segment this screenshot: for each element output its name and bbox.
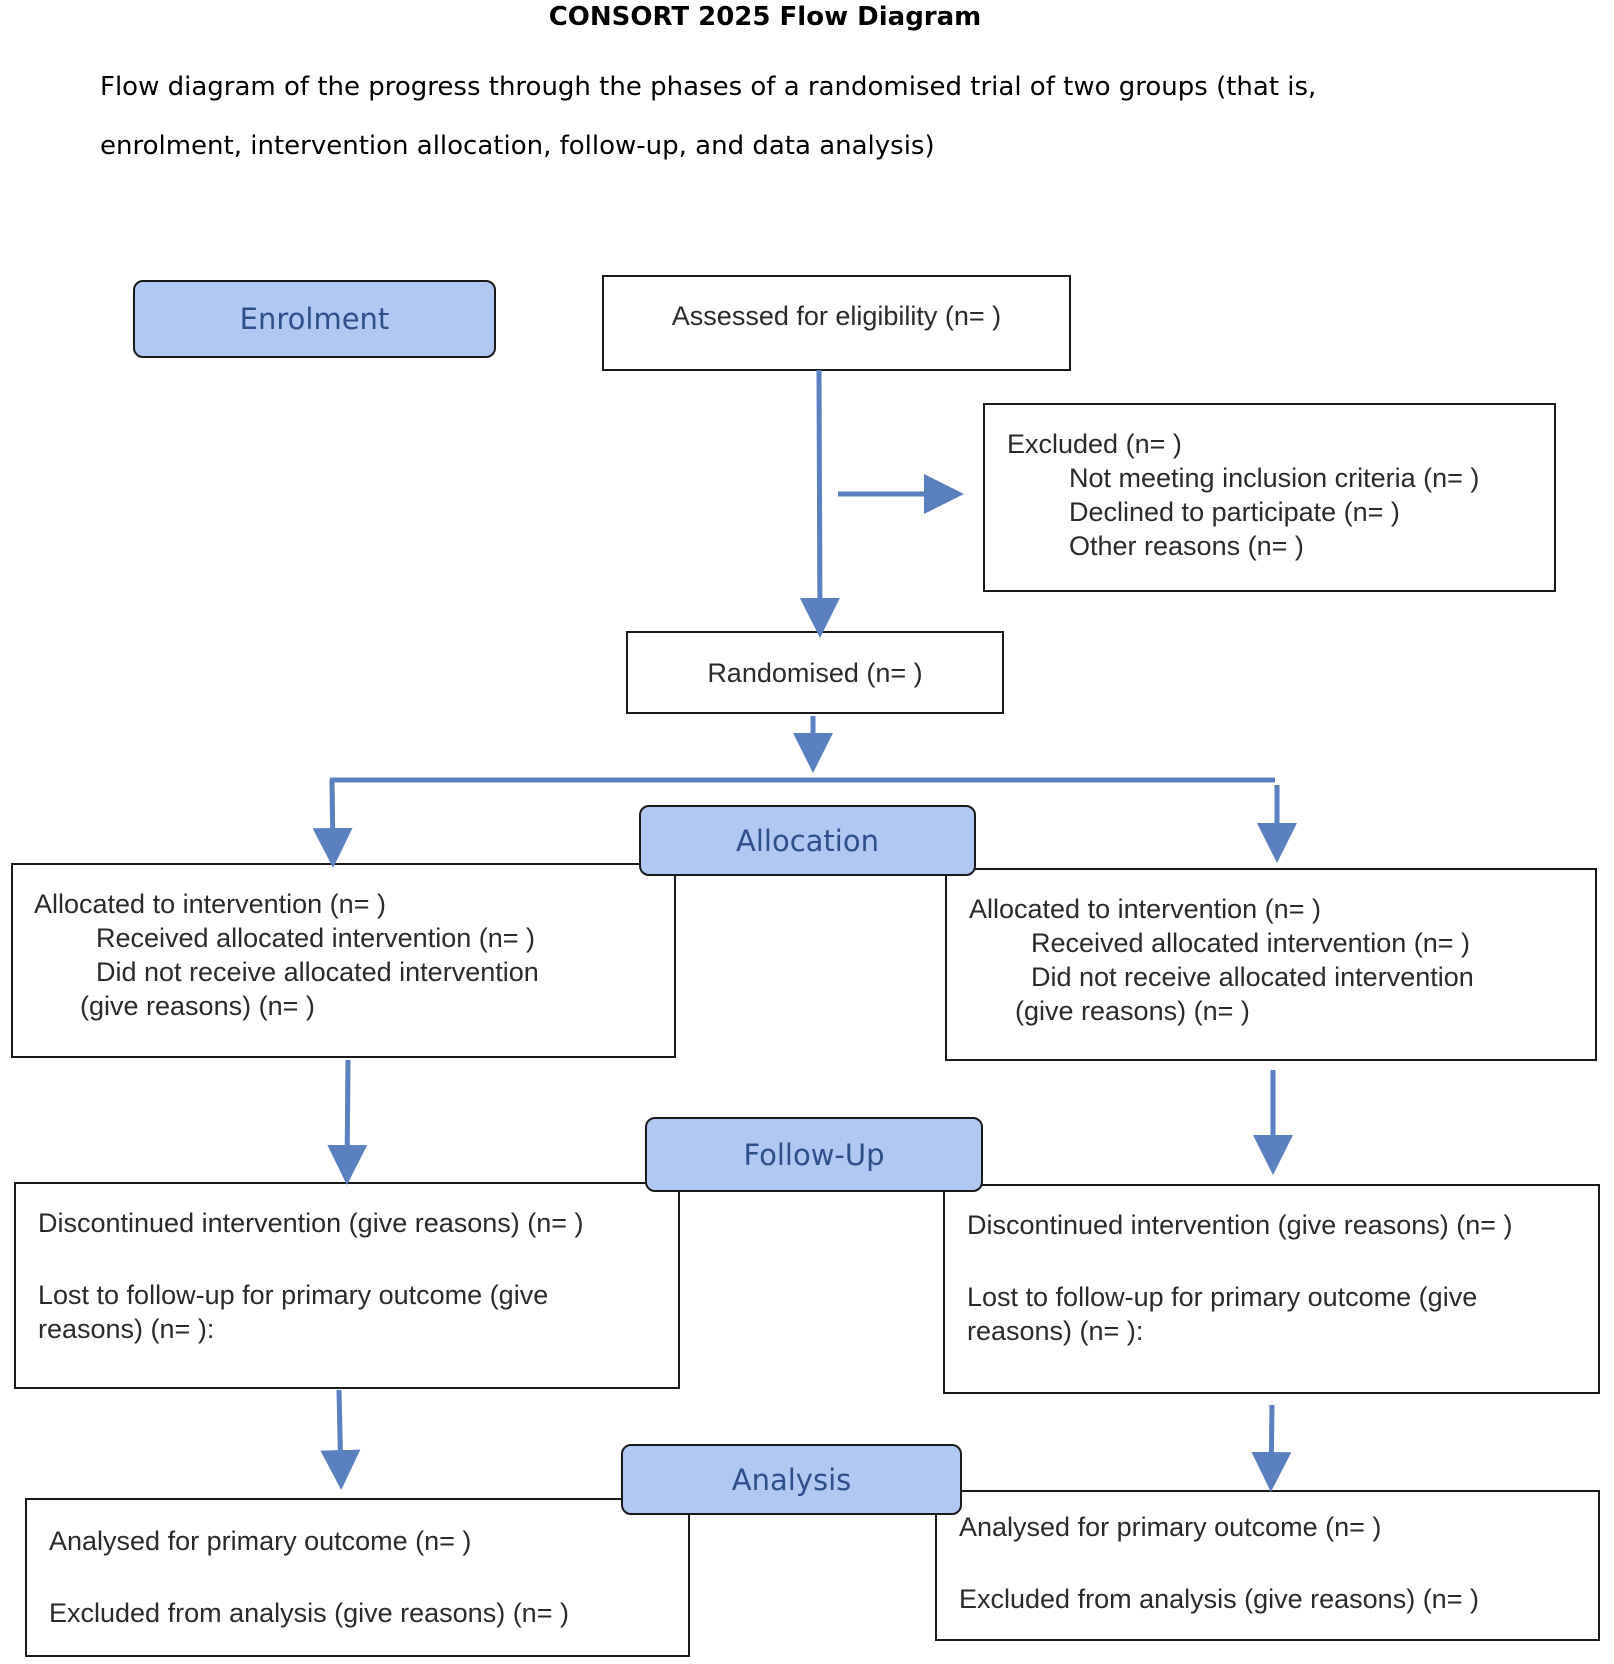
arrow-right-followup-to-analysis (1251, 1404, 1292, 1492)
analysis-box-right: Analysed for primary outcome (n= ) Exclu… (935, 1490, 1600, 1641)
randomised-box: Randomised (n= ) (626, 631, 1004, 714)
arrow-left-allocation-to-followup (327, 1059, 368, 1185)
allocation-box-left: Allocated to intervention (n= ) Received… (11, 863, 676, 1058)
arrow-assessed-to-randomised (799, 369, 840, 638)
lost-to-followup-line2: reasons) (n= ): (38, 1314, 215, 1344)
followup-box-right: Discontinued intervention (give reasons)… (943, 1184, 1600, 1394)
lost-to-followup-line1: Lost to follow-up for primary outcome (g… (967, 1282, 1478, 1312)
excluded-from-analysis: Excluded from analysis (give reasons) (n… (959, 1584, 1479, 1614)
excluded-item-declined: Declined to participate (n= ) (1069, 497, 1400, 527)
analysis-box-left: Analysed for primary outcome (n= ) Exclu… (25, 1498, 690, 1657)
excluded-box: Excluded (n= ) Not meeting inclusion cri… (983, 403, 1556, 592)
analysed-primary-outcome: Analysed for primary outcome (n= ) (959, 1512, 1382, 1542)
stage-analysis: Analysis (621, 1444, 962, 1515)
excluded-title: Excluded (n= ) (1007, 429, 1182, 459)
lost-to-followup-line2: reasons) (n= ): (967, 1316, 1144, 1346)
page-title: CONSORT 2025 Flow Diagram (548, 2, 982, 32)
randomised-label: Randomised (n= ) (707, 657, 923, 688)
arrow-left-followup-to-analysis (320, 1389, 361, 1490)
allocated-title: Allocated to intervention (n= ) (969, 894, 1321, 924)
not-received-reasons: (give reasons) (n= ) (1015, 996, 1250, 1026)
excluded-from-analysis: Excluded from analysis (give reasons) (n… (49, 1598, 569, 1628)
discontinued-intervention: Discontinued intervention (give reasons)… (967, 1210, 1513, 1240)
not-received-intervention: Did not receive allocated intervention (1031, 962, 1474, 992)
excluded-item-other: Other reasons (n= ) (1069, 531, 1304, 561)
received-intervention: Received allocated intervention (n= ) (1031, 928, 1471, 958)
assessed-label: Assessed for eligibility (n= ) (671, 301, 1002, 331)
discontinued-intervention: Discontinued intervention (give reasons)… (38, 1208, 584, 1238)
followup-box-left: Discontinued intervention (give reasons)… (14, 1182, 680, 1389)
allocated-title: Allocated to intervention (n= ) (34, 889, 386, 919)
not-received-intervention: Did not receive allocated intervention (96, 957, 539, 987)
received-intervention: Received allocated intervention (n= ) (96, 923, 536, 953)
analysed-primary-outcome: Analysed for primary outcome (n= ) (49, 1526, 472, 1556)
excluded-item-inclusion: Not meeting inclusion criteria (n= ) (1069, 463, 1480, 493)
stage-allocation: Allocation (639, 805, 976, 876)
stage-enrolment: Enrolment (133, 280, 496, 358)
lost-to-followup-line1: Lost to follow-up for primary outcome (g… (38, 1280, 549, 1310)
stage-followup: Follow-Up (645, 1117, 983, 1192)
allocation-box-right: Allocated to intervention (n= ) Received… (945, 868, 1597, 1061)
arrow-split-left (312, 779, 353, 868)
assessed-box: Assessed for eligibility (n= ) (602, 275, 1071, 371)
page-subtitle: Flow diagram of the progress through the… (100, 72, 1317, 161)
not-received-reasons: (give reasons) (n= ) (80, 991, 315, 1021)
